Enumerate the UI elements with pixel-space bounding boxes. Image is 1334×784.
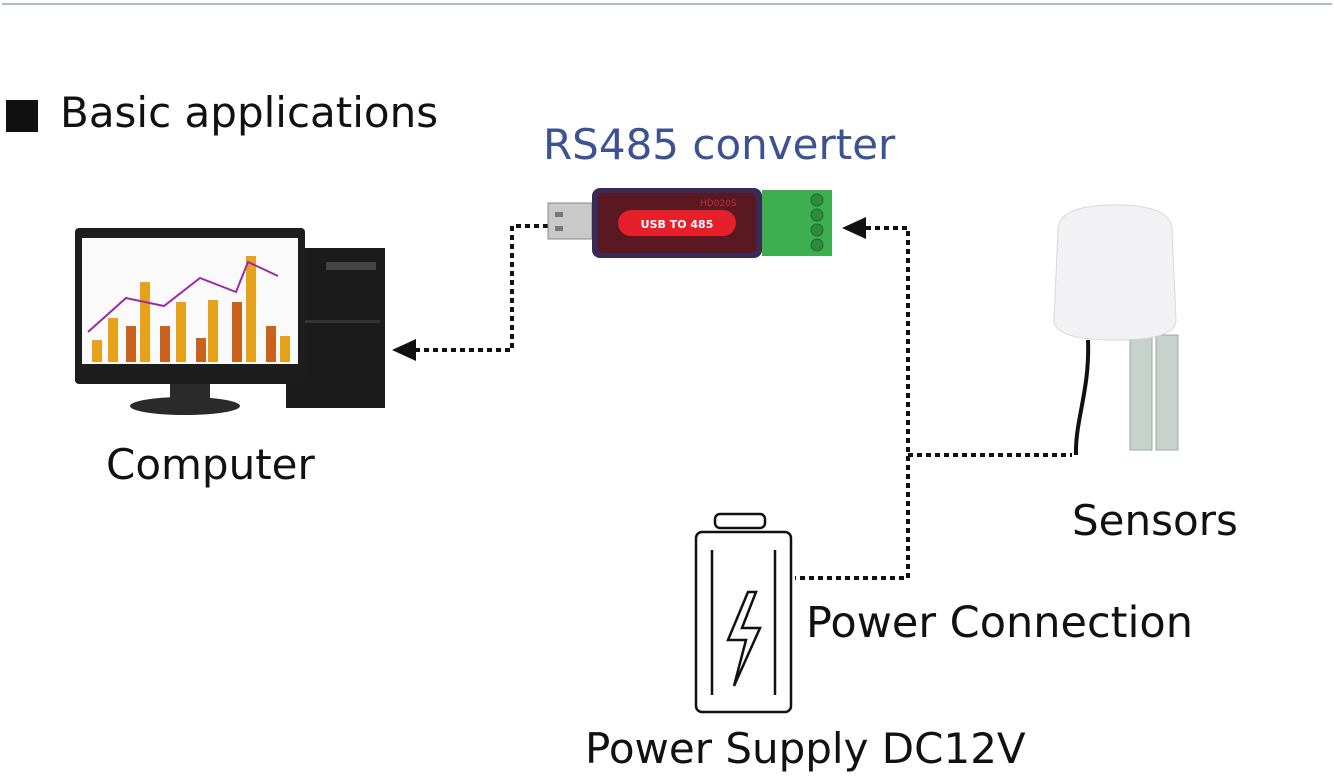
heading: Basic applications bbox=[60, 88, 439, 137]
usb-rs485-converter-icon: USB TO 485 HD020S bbox=[547, 188, 832, 258]
converter-computer-line bbox=[416, 224, 548, 352]
computer-icon bbox=[75, 228, 385, 415]
converter-title: RS485 converter bbox=[543, 120, 896, 169]
svg-text:HD020S: HD020S bbox=[700, 199, 737, 209]
power-connection-label: Power Connection bbox=[806, 598, 1193, 648]
sensor-icon bbox=[1053, 204, 1179, 456]
sensors-label: Sensors bbox=[1072, 496, 1238, 545]
svg-text:USB TO 485: USB TO 485 bbox=[641, 218, 714, 231]
connection-lines bbox=[416, 224, 1072, 580]
top-divider bbox=[2, 3, 1332, 5]
power-supply-label: Power Supply DC12V bbox=[585, 724, 1026, 773]
arrow-to-converter-icon bbox=[842, 217, 866, 239]
arrow-to-computer-icon bbox=[392, 339, 416, 361]
computer-label: Computer bbox=[106, 440, 315, 489]
heading-bullet bbox=[6, 100, 38, 132]
converter-power-line bbox=[795, 226, 910, 580]
battery-icon bbox=[694, 512, 793, 714]
